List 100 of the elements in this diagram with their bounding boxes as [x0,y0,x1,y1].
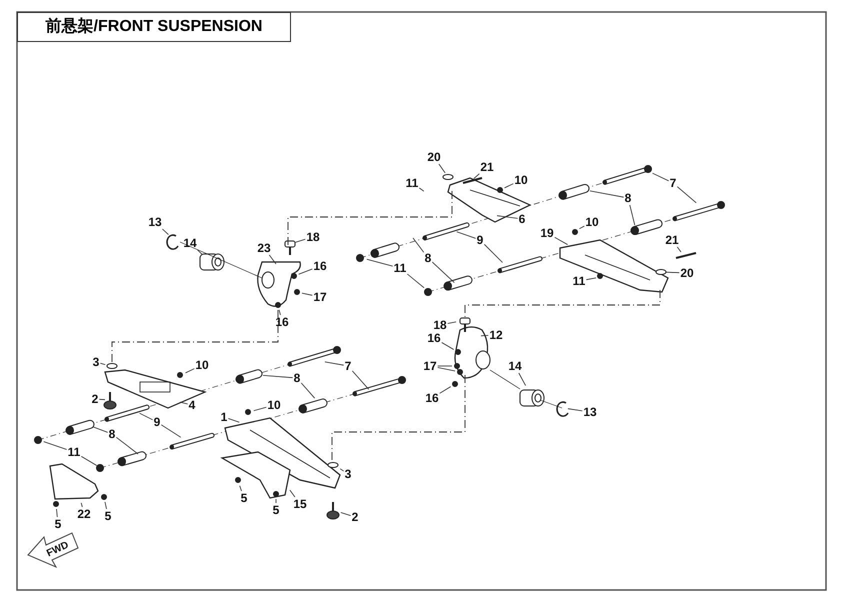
leader-line [666,272,680,274]
callout-number: 14 [183,237,197,249]
leader-line [180,402,188,404]
leader-line [262,375,294,378]
leader-line [629,204,636,226]
callout-number: 11 [68,446,80,458]
callout-number: 19 [540,227,554,239]
callout-number: 21 [665,234,679,246]
title-heading: 前悬架/FRONT SUSPENSION [17,12,291,42]
leader-line [300,382,316,399]
leader-line [441,342,454,350]
leader-line [590,190,624,198]
leader-line [652,172,670,182]
callout-number: 20 [427,151,441,163]
callout-number: 8 [424,252,432,264]
leader-line [676,186,697,204]
callout-number: 11 [394,262,406,274]
leader-line [228,418,240,423]
callout-number: 17 [313,291,327,303]
callout-number: 13 [583,406,597,418]
callout-number: 23 [257,242,271,254]
leader-line [568,408,583,412]
callout-number: 10 [195,359,209,371]
callout-number: 16 [425,392,439,404]
callout-number: 4 [188,399,196,411]
callout-number: 16 [313,260,327,272]
callout-number: 16 [427,332,441,344]
callout-number: 9 [154,416,160,428]
leader-line [197,250,203,255]
callout-number: 7 [344,360,352,372]
leader-line [439,386,452,394]
leader-line [278,310,281,316]
leader-line [432,262,455,283]
leader-line [92,426,108,433]
leader-line [185,368,195,374]
leader-line [406,274,424,288]
callout-number: 21 [480,161,494,173]
callout-number: 15 [293,498,307,510]
leader-line [504,183,514,188]
leader-line [447,322,456,324]
leader-line [340,468,344,472]
leader-line [412,238,424,253]
callout-number: 2 [92,393,98,405]
leader-line [554,236,568,245]
leader-line [160,424,182,438]
leader-line [480,335,489,336]
callout-number: 8 [294,372,300,384]
leader-line [253,406,267,412]
direction-label: FWD [45,540,71,560]
leader-line [418,188,424,192]
leader-line [484,244,503,263]
leader-line [116,436,138,454]
callout-number: 14 [508,360,522,372]
leader-line [366,258,394,266]
callout-number: 5 [272,504,280,516]
callout-number: 5 [54,518,62,530]
callout-number: 16 [275,316,289,328]
callout-number: 5 [104,510,112,522]
leader-line [438,164,446,174]
leader-line [324,362,344,366]
leader-line [579,226,585,230]
callout-number: 8 [108,428,116,440]
callout-number: 10 [585,216,599,228]
callout-number: 3 [344,468,352,480]
callout-number: 18 [433,319,447,331]
leader-line [676,246,682,252]
leader-line [80,502,83,508]
leader-line [98,398,106,400]
leader-line [298,268,313,275]
callout-number: 8 [624,192,632,204]
leader-line [139,412,154,420]
leader-line [294,238,306,243]
leader-line [80,456,98,466]
callout-number: 17 [423,360,437,372]
leader-line [162,228,169,235]
leader-line [518,372,526,386]
leader-line [43,441,68,450]
callout-number: 5 [240,492,248,504]
callout-number: 2 [352,511,358,523]
leader-line [340,512,352,516]
callout-number: 7 [670,177,676,189]
leader-line [437,367,456,372]
callout-number: 20 [680,267,694,279]
leader-line [586,278,596,280]
callout-number: 22 [77,508,91,520]
leader-line [100,362,106,365]
leader-line [302,292,313,296]
leader-line [268,254,276,264]
callout-number: 3 [92,356,100,368]
callout-number: 9 [476,234,484,246]
leader-line [496,215,518,219]
leader-line [290,490,296,498]
leader-line [352,370,370,390]
callout-number: 12 [489,329,503,341]
leader-line [239,485,242,492]
leader-line [473,173,480,180]
callout-number: 11 [406,177,418,189]
callout-number: 18 [306,231,320,243]
leader-line [104,502,107,510]
leader-line [456,231,476,239]
